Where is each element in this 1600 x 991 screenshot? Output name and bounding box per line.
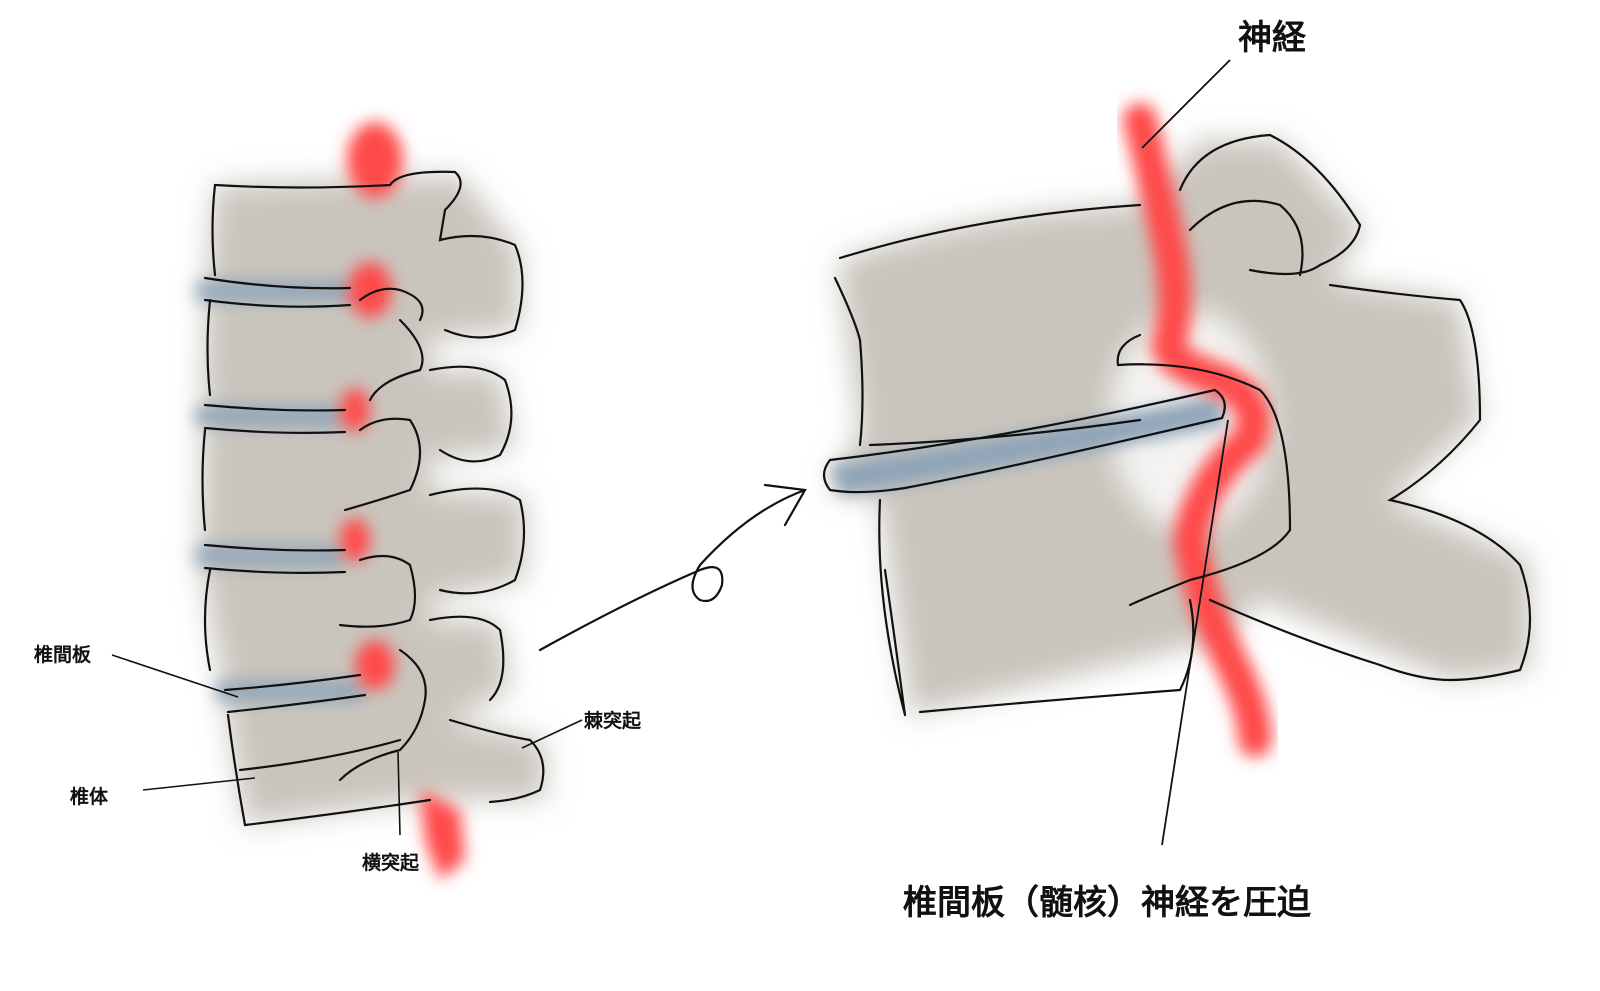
label-transverse-process: 横突起 bbox=[362, 852, 420, 874]
zoom-arrow bbox=[538, 483, 807, 652]
enlarged-disc-fill bbox=[830, 395, 1225, 495]
nerve-fills bbox=[340, 122, 465, 880]
enlarged-outlines bbox=[822, 133, 1532, 717]
label-disc: 椎間板 bbox=[34, 644, 92, 666]
vertebra-fills bbox=[200, 175, 545, 825]
label-nerve: 神経 bbox=[1238, 18, 1306, 58]
enlarged-nerve bbox=[1123, 103, 1272, 757]
spine-side-view bbox=[111, 122, 583, 880]
leader-lines bbox=[111, 654, 583, 836]
label-spinous-process: 棘突起 bbox=[584, 710, 642, 732]
vertebra-outlines bbox=[201, 170, 545, 827]
caption-disc-compresses-nerve: 椎間板（髄核）神経を圧迫 bbox=[903, 883, 1311, 923]
label-vertebral-body: 椎体 bbox=[70, 786, 109, 808]
enlarged-leader-lines bbox=[1141, 59, 1231, 846]
enlarged-view bbox=[822, 59, 1532, 846]
